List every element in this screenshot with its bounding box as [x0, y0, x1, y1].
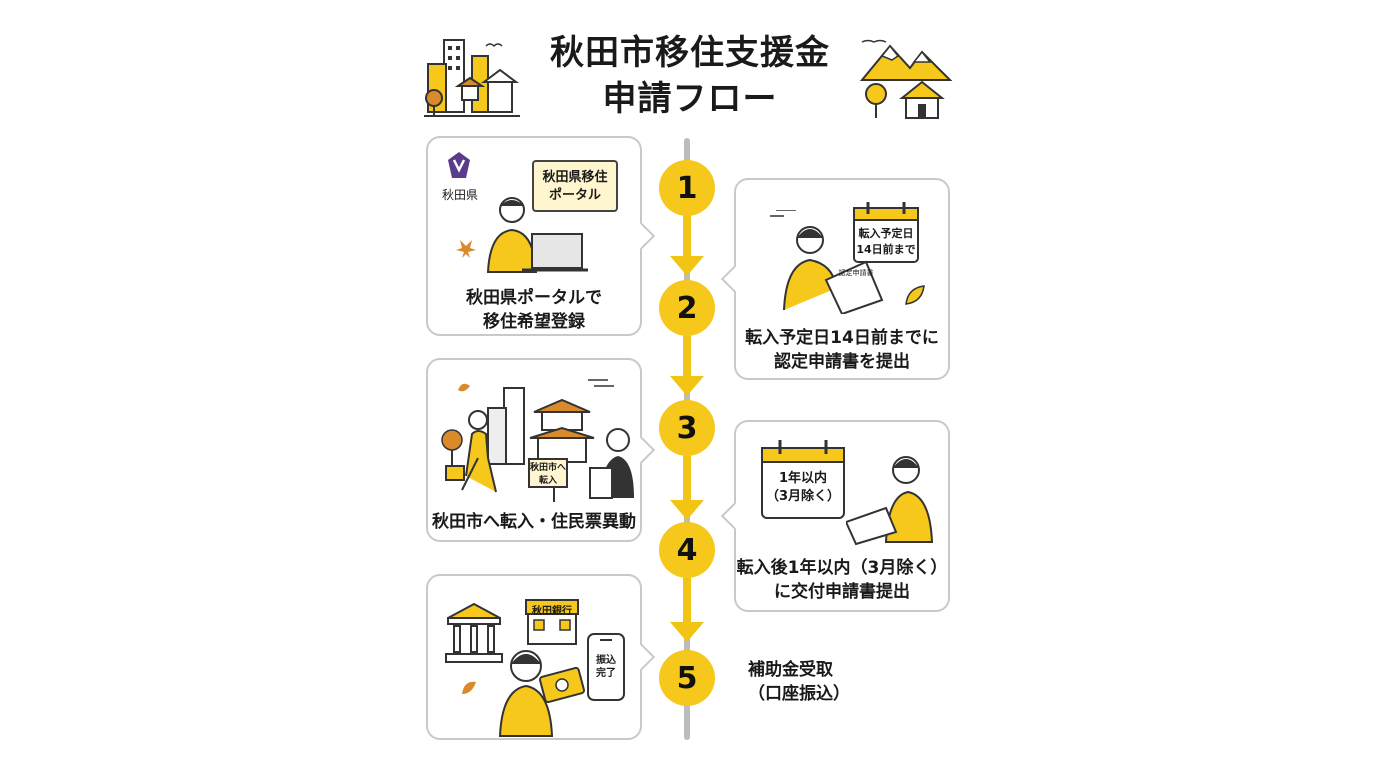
calendar-text: 1年以内 （3月除く）	[762, 470, 844, 506]
step-card-5: 秋田銀行 振込 完了	[426, 574, 656, 740]
calendar-text-line1: 転入予定日	[858, 227, 914, 240]
calendar-icon	[761, 440, 845, 519]
mountain-house-icon	[859, 39, 953, 119]
step-1-caption: 秋田県ポータルで 移住希望登録	[428, 286, 640, 334]
laptop-person-icon	[456, 197, 588, 273]
step-number-3: 3	[659, 400, 715, 456]
step-3-caption: 秋田市へ転入・住民票異動	[428, 510, 640, 534]
moving-sign: 秋田市へ 転入	[528, 458, 568, 488]
step-2-caption-line2: 認定申請書を提出	[774, 352, 910, 372]
arrow-4-5	[670, 578, 704, 644]
step-number-1: 1	[659, 160, 715, 216]
portal-screen: 秋田県移住 ポータル	[532, 160, 618, 212]
step-5-caption-line2: （口座振込）	[748, 684, 850, 704]
phone-text-line2: 完了	[596, 668, 616, 679]
moving-sign-line2: 転入	[538, 476, 557, 486]
calendar-text: 転入予定日 14日前まで	[852, 226, 920, 258]
moving-city-illustration	[441, 379, 634, 502]
prefecture-logo-text: 秋田県	[441, 188, 478, 202]
step-number-4: 4	[659, 522, 715, 578]
step-card-4: 1年以内 （3月除く） 転入後1年以内（3月除く） に交付申請書提出	[720, 420, 950, 612]
smartphone-icon	[587, 633, 625, 701]
city-skyline-icon	[424, 39, 520, 117]
phone-text-line1: 振込	[596, 655, 616, 666]
step-card-1: 秋田県 秋田県移住 ポータル 秋田県ポータルで 移住希望登録	[426, 136, 656, 336]
arrow-1-2	[670, 212, 704, 276]
step-2-caption-line1: 転入予定日14日前までに	[745, 328, 939, 348]
step-5-caption: 補助金受取 （口座振込）	[748, 658, 850, 706]
application-paper-label: 認定申請書	[838, 269, 874, 277]
step-card-2: 転入予定日 14日前まで 認定申請書 転入予定日14日前までに 認定申請書を提出	[720, 178, 950, 380]
prefecture-logo-icon	[448, 152, 470, 178]
person-receiving-money-icon	[462, 650, 586, 737]
arrow-2-3	[670, 336, 704, 398]
writing-person-icon	[770, 210, 884, 314]
bank-building-icon	[525, 599, 579, 645]
step-2-caption: 転入予定日14日前までに 認定申請書を提出	[736, 326, 948, 374]
page-title: 秋田市移住支援金 申請フロー	[520, 30, 860, 122]
step-number-2: 2	[659, 280, 715, 336]
writing-person-icon	[846, 456, 934, 546]
arrow-3-4	[670, 456, 704, 520]
portal-screen-line1: 秋田県移住	[542, 170, 608, 185]
step-4-caption: 転入後1年以内（3月除く） に交付申請書提出	[736, 556, 948, 604]
step-1-caption-line1: 秋田県ポータルで	[466, 288, 602, 308]
step-5-caption-line1: 補助金受取	[748, 660, 833, 680]
maple-leaf-icon	[905, 285, 925, 305]
step-card-3: 秋田市へ 転入 秋田市へ転入・住民票異動	[426, 358, 656, 542]
bank-icon	[445, 602, 503, 663]
phone-text: 振込 完了	[586, 654, 626, 680]
title-line2: 申請フロー	[602, 79, 778, 119]
title-line1: 秋田市移住支援金	[550, 33, 830, 73]
bank-label: 秋田銀行	[532, 606, 572, 617]
calendar-text-line2: 14日前まで	[856, 243, 916, 256]
step-4-caption-line1: 転入後1年以内（3月除く）	[736, 558, 948, 578]
calendar-text-line1: 1年以内	[778, 471, 828, 486]
step-4-caption-line2: に交付申請書提出	[774, 582, 910, 602]
portal-screen-line2: ポータル	[548, 188, 601, 203]
calendar-icon	[853, 202, 919, 263]
calendar-text-line2: （3月除く）	[765, 489, 841, 504]
step-1-caption-line2: 移住希望登録	[483, 312, 585, 332]
step-3-caption-line1: 秋田市へ転入・住民票異動	[432, 512, 636, 532]
step-number-5: 5	[659, 650, 715, 706]
moving-sign-line1: 秋田市へ	[530, 463, 567, 473]
